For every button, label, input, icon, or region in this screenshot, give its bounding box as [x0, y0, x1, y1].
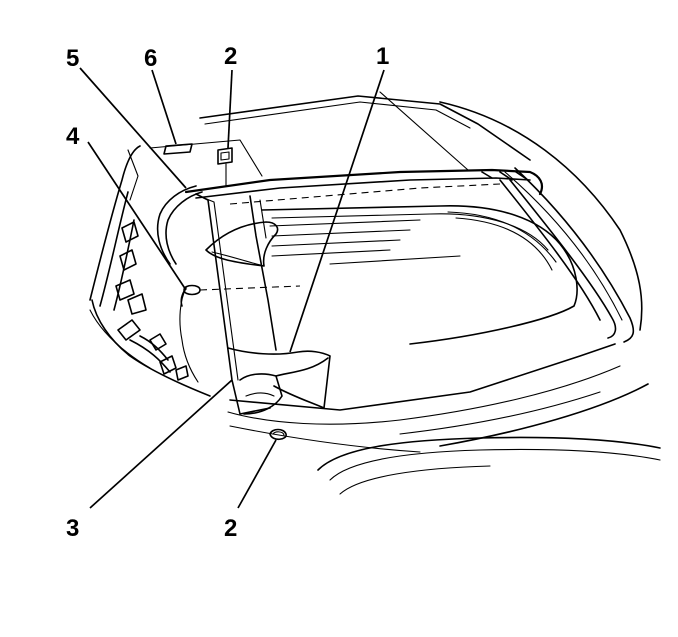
leader-6 [151, 69, 177, 145]
pillar-trim-panel [195, 193, 331, 415]
leader-lines [79, 67, 385, 509]
retainer-clip [183, 284, 301, 296]
rear-window-glass [261, 205, 578, 345]
callout-5: 5 [66, 45, 79, 72]
roof-fastener [217, 147, 233, 187]
leader-5 [79, 67, 187, 189]
leader-2-top [227, 69, 233, 149]
callout-2-top: 2 [224, 43, 237, 70]
leader-3 [89, 379, 233, 509]
callout-6: 6 [144, 45, 157, 72]
roof-plate [163, 143, 193, 155]
weatherstrip-cable [156, 185, 203, 383]
roof-panel [149, 91, 531, 177]
body-side-panel [227, 101, 661, 495]
leader-2-bottom [237, 439, 277, 509]
left-pillar-hardware [89, 145, 211, 397]
callout-1: 1 [376, 43, 389, 70]
callout-3: 3 [66, 515, 79, 542]
leader-4 [87, 141, 187, 291]
callout-2-bottom: 2 [224, 515, 237, 542]
rear-window-frame [184, 168, 617, 339]
leader-1 [289, 69, 385, 353]
callout-4: 4 [66, 123, 80, 150]
bottom-fastener [269, 428, 287, 441]
